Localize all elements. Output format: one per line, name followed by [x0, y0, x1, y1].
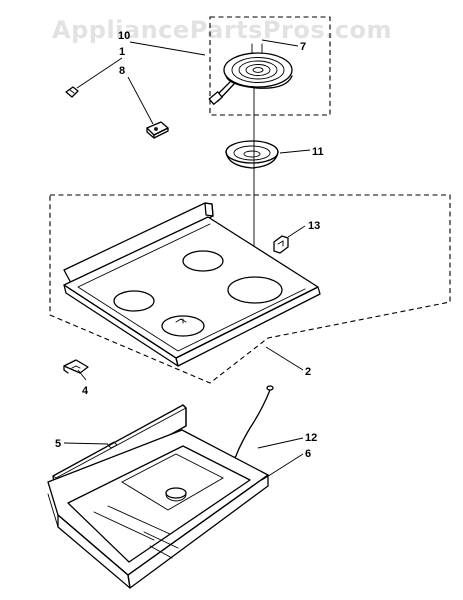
- callout-2: 2: [305, 366, 311, 378]
- element-group-box: [209, 16, 331, 116]
- wire-harness: [230, 385, 274, 468]
- callout-8: 8: [119, 65, 125, 77]
- callout-11: 11: [312, 146, 324, 158]
- callout-13: 13: [308, 220, 320, 232]
- watermark-text: AppliancePartsPros.com: [52, 16, 392, 44]
- terminal-block: [146, 121, 169, 139]
- callout-5: 5: [55, 438, 61, 450]
- hinge-bracket: [63, 359, 89, 374]
- callout-labels: 10 1 8 7 11 13 2 4 5 12 6: [55, 30, 324, 460]
- callout-7: 7: [300, 41, 306, 53]
- burner-box: [47, 429, 269, 589]
- leader-lines: [63, 39, 311, 481]
- terminal-clip: [65, 86, 79, 98]
- cooktop-panel: [63, 202, 321, 367]
- callout-12: 12: [305, 432, 317, 444]
- callout-10: 10: [118, 30, 130, 42]
- drip-bowl: [225, 140, 279, 169]
- surface-element: [208, 43, 293, 105]
- callout-6: 6: [305, 448, 311, 460]
- callout-4: 4: [82, 385, 89, 397]
- cooktop-group-box: [49, 194, 451, 384]
- cooktop-clip: [273, 235, 289, 254]
- callout-1: 1: [119, 46, 125, 58]
